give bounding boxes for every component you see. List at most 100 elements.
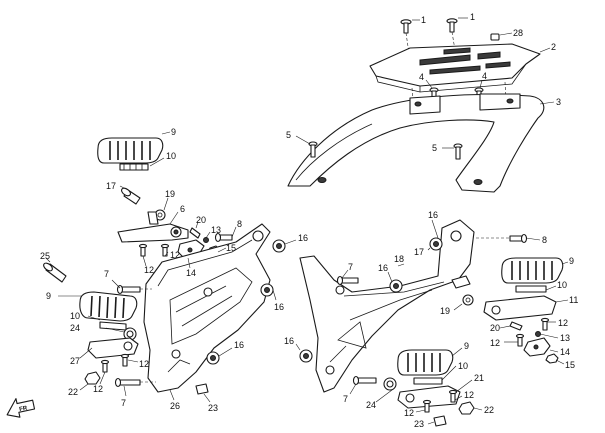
callout-12: 12 — [490, 338, 500, 348]
callout-16: 16 — [428, 210, 438, 220]
left-footrest-assembly — [43, 137, 286, 395]
callout-16: 16 — [234, 340, 244, 350]
callout-9: 9 — [171, 127, 176, 137]
plug-part-28 — [490, 33, 500, 41]
bolt-part-8-left — [214, 232, 233, 243]
callout-6: 6 — [180, 204, 185, 214]
clip-part-24-right — [383, 377, 397, 391]
bolt-part-5-right — [453, 143, 463, 160]
bolt-part-1-right — [446, 18, 458, 33]
callout-24: 24 — [70, 323, 80, 333]
callout-12: 12 — [144, 265, 154, 275]
callout-4: 4 — [482, 71, 487, 81]
spring-part-10-upper-right — [515, 285, 547, 293]
callout-15: 15 — [565, 360, 575, 370]
callout-22: 22 — [484, 405, 494, 415]
callout-2: 2 — [551, 42, 556, 52]
bolt-part-12-f — [515, 333, 525, 347]
callout-13: 13 — [211, 225, 221, 235]
callout-5: 5 — [432, 143, 437, 153]
callout-14: 14 — [186, 268, 196, 278]
callout-labels: 1 1 28 2 3 4 4 5 5 9 10 17 19 6 20 13 8 … — [40, 12, 578, 429]
grommet-part-16-d — [429, 237, 443, 251]
callout-16: 16 — [298, 233, 308, 243]
clip-part-23-left — [195, 383, 209, 395]
bolt-part-12-c — [100, 359, 110, 373]
callout-8: 8 — [542, 235, 547, 245]
grommet-part-16-a — [272, 239, 286, 253]
callout-7: 7 — [348, 262, 353, 272]
bolt-part-8-right — [509, 233, 528, 244]
callout-12: 12 — [139, 359, 149, 369]
callout-7: 7 — [343, 394, 348, 404]
grommet-part-16-f — [299, 349, 313, 363]
callout-12: 12 — [558, 318, 568, 328]
rear-rack-assembly — [287, 18, 545, 193]
bolt-part-12-d — [120, 353, 130, 367]
rack-frame-part-3 — [287, 93, 545, 193]
pin-part-17-right — [451, 275, 471, 289]
callout-10: 10 — [557, 280, 567, 290]
grommet-part-16-e — [389, 279, 403, 293]
front-direction-arrow-icon: FR — [6, 398, 36, 418]
callout-4: 4 — [419, 72, 424, 82]
callout-20: 20 — [196, 215, 206, 225]
bolt-part-12-h — [448, 389, 458, 403]
bolt-part-12-e — [540, 317, 550, 331]
grommet-part-16-b — [260, 283, 274, 297]
bolt-part-7-d — [352, 375, 377, 386]
callout-16: 16 — [378, 263, 388, 273]
callout-16: 16 — [274, 302, 284, 312]
footpeg-rubber-part-9-lower — [79, 291, 138, 322]
callout-19: 19 — [440, 306, 450, 316]
carrier-plate-part-2 — [369, 43, 541, 93]
callout-10: 10 — [70, 311, 80, 321]
footpeg-holder-part-11 — [483, 295, 557, 321]
nut-part-15-right — [545, 353, 559, 364]
callout-16: 16 — [284, 336, 294, 346]
callout-1: 1 — [470, 12, 475, 22]
callout-5: 5 — [286, 130, 291, 140]
bolt-part-1-left — [400, 19, 412, 34]
bolt-part-12-g — [422, 399, 432, 413]
callout-12: 12 — [93, 384, 103, 394]
retainer-plate-part-14-right — [523, 337, 551, 357]
detent-ball-part-13-right — [535, 331, 541, 337]
callout-19: 19 — [165, 189, 175, 199]
footpeg-bracket-part-6 — [117, 211, 189, 243]
callout-12: 12 — [464, 390, 474, 400]
callout-24: 24 — [366, 400, 376, 410]
footpeg-rubber-part-9-upper-right — [501, 257, 564, 284]
callout-10: 10 — [166, 151, 176, 161]
detent-spring-part-20-right — [509, 321, 523, 331]
callout-7: 7 — [121, 398, 126, 408]
callout-23: 23 — [208, 403, 218, 413]
washer-part-19-right — [462, 294, 474, 306]
spring-part-10-lower-right — [413, 377, 443, 385]
footpeg-holder-part-21 — [397, 385, 461, 409]
callout-11: 11 — [569, 295, 578, 305]
footpeg-rubber-part-9-upper — [97, 137, 164, 164]
spring-part-10-upper — [119, 163, 149, 171]
side-bracket-part-26 — [143, 223, 271, 393]
callout-22: 22 — [68, 387, 78, 397]
callout-9: 9 — [46, 291, 51, 301]
callout-12: 12 — [404, 408, 414, 418]
callout-1: 1 — [421, 15, 426, 25]
bolt-part-12-a — [138, 243, 148, 257]
callout-13: 13 — [560, 333, 570, 343]
callout-12: 12 — [170, 250, 180, 260]
callout-28: 28 — [513, 28, 523, 38]
detent-ball-part-13 — [203, 237, 209, 243]
callout-9: 9 — [569, 256, 574, 266]
footpeg-rubber-part-9-lower-right — [397, 349, 454, 376]
pin-part-25 — [43, 262, 67, 283]
bolt-part-5-left — [308, 141, 318, 158]
callout-20: 20 — [490, 323, 500, 333]
callout-15: 15 — [226, 243, 236, 253]
bolt-part-7-a — [116, 284, 141, 295]
callout-3: 3 — [556, 97, 561, 107]
grommet-part-16-c — [206, 351, 220, 365]
